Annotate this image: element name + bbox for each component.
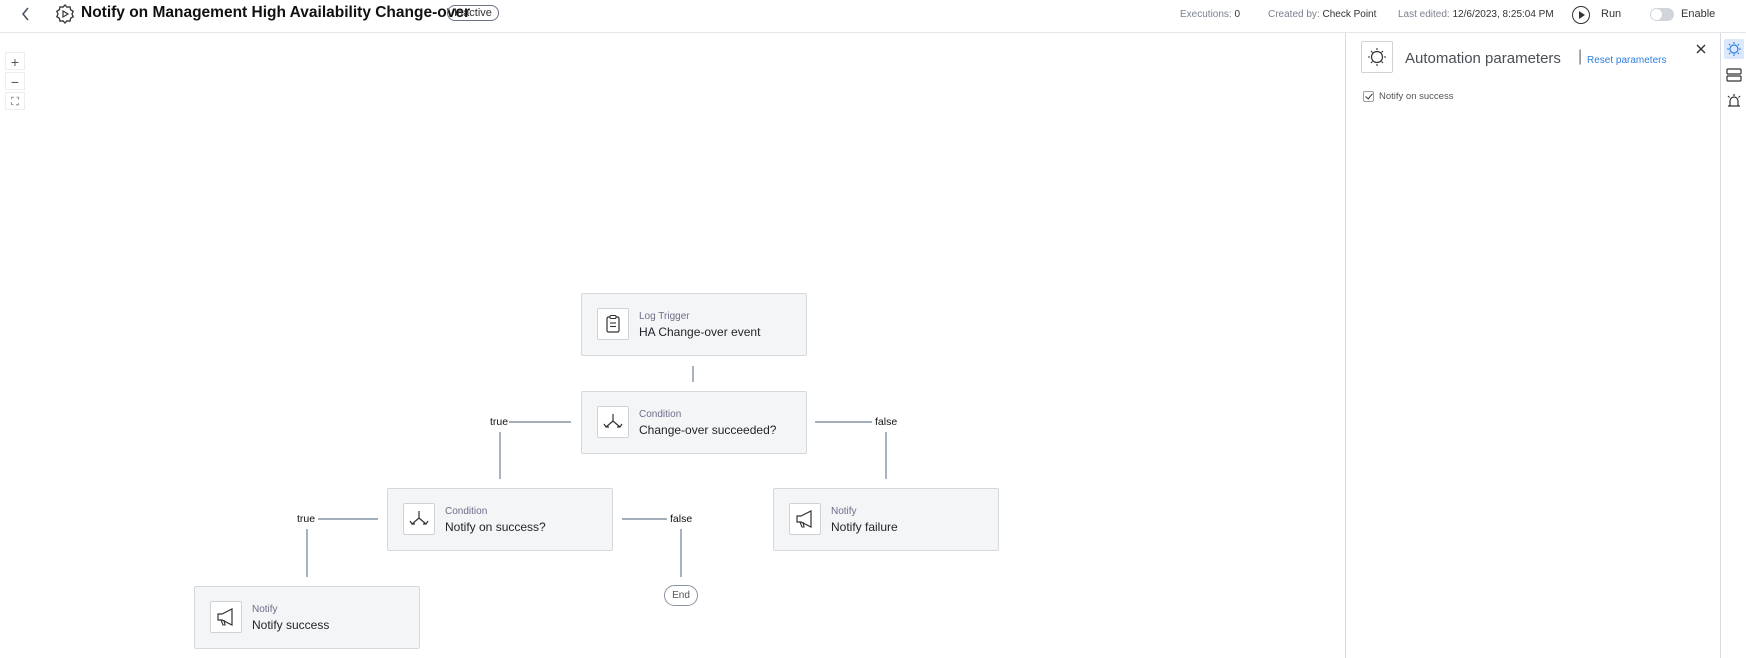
flow-connectors bbox=[306, 366, 887, 577]
split-branch-icon bbox=[403, 503, 435, 535]
automation-bug-icon bbox=[1361, 41, 1393, 73]
notify-failure-node[interactable]: Notify Notify failure bbox=[773, 488, 999, 551]
last-edited-meta: Last edited: 12/6/2023, 8:25:04 PM bbox=[1398, 9, 1554, 20]
node-kind: Notify bbox=[252, 604, 278, 615]
created-by-value: Check Point bbox=[1322, 9, 1377, 20]
trigger-node[interactable]: Log Trigger HA Change-over event bbox=[581, 293, 807, 356]
page-title: Notify on Management High Availability C… bbox=[81, 4, 470, 21]
node-name: Notify on success? bbox=[445, 520, 546, 534]
enable-toggle[interactable] bbox=[1650, 8, 1674, 21]
zoom-out-button[interactable]: − bbox=[5, 72, 25, 90]
split-branch-icon bbox=[597, 406, 629, 438]
executions-meta: Executions: 0 bbox=[1180, 9, 1240, 20]
megaphone-icon bbox=[210, 601, 242, 633]
created-by-label: Created by: bbox=[1268, 9, 1320, 20]
notify-on-success-checkbox[interactable] bbox=[1363, 91, 1374, 102]
notify-on-success-label: Notify on success bbox=[1379, 91, 1454, 102]
alarm-bell-icon[interactable] bbox=[1724, 91, 1744, 111]
node-name: Notify success bbox=[252, 618, 330, 632]
megaphone-icon bbox=[789, 503, 821, 535]
node-kind: Condition bbox=[639, 409, 682, 420]
last-edited-value: 12/6/2023, 8:25:04 PM bbox=[1452, 9, 1554, 20]
automation-parameters-panel: Automation parameters | Reset parameters… bbox=[1345, 33, 1720, 658]
edge-label-true: true bbox=[296, 513, 317, 525]
node-name: Notify failure bbox=[831, 520, 898, 534]
edge-label-true: true bbox=[489, 416, 510, 428]
last-edited-label: Last edited: bbox=[1398, 9, 1450, 20]
status-badge: Inactive bbox=[447, 5, 499, 21]
automation-gear-icon bbox=[54, 3, 76, 25]
panel-title-separator: | bbox=[1578, 48, 1583, 65]
run-play-icon[interactable] bbox=[1572, 6, 1590, 24]
node-kind: Log Trigger bbox=[639, 311, 690, 322]
node-kind: Notify bbox=[831, 506, 857, 517]
panel-title: Automation parameters bbox=[1405, 50, 1561, 67]
edge-label-false: false bbox=[669, 513, 694, 525]
layout-rows-icon[interactable] bbox=[1724, 65, 1744, 85]
fit-view-button[interactable]: ⛶ bbox=[5, 92, 25, 110]
node-name: Change-over succeeded? bbox=[639, 423, 777, 437]
executions-value: 0 bbox=[1234, 9, 1241, 20]
side-icon-rail bbox=[1720, 33, 1746, 658]
node-name: HA Change-over event bbox=[639, 325, 761, 339]
node-kind: Condition bbox=[445, 506, 488, 517]
enable-label: Enable bbox=[1681, 8, 1716, 20]
edge-label-false: false bbox=[874, 416, 899, 428]
top-bar: Notify on Management High Availability C… bbox=[0, 0, 1746, 33]
notify-success-node[interactable]: Notify Notify success bbox=[194, 586, 420, 649]
reset-parameters-link[interactable]: Reset parameters bbox=[1587, 55, 1667, 66]
run-button-label[interactable]: Run bbox=[1601, 8, 1622, 20]
condition-node-success[interactable]: Condition Notify on success? bbox=[387, 488, 613, 551]
close-icon[interactable] bbox=[1694, 42, 1708, 56]
zoom-in-button[interactable]: + bbox=[5, 52, 25, 70]
end-node: End bbox=[664, 585, 698, 606]
parameters-bug-icon[interactable] bbox=[1724, 39, 1744, 59]
executions-label: Executions: bbox=[1180, 9, 1232, 20]
back-chevron-icon[interactable] bbox=[20, 6, 36, 26]
created-by-meta: Created by: Check Point bbox=[1268, 9, 1376, 20]
condition-node-main[interactable]: Condition Change-over succeeded? bbox=[581, 391, 807, 454]
clipboard-icon bbox=[597, 308, 629, 340]
